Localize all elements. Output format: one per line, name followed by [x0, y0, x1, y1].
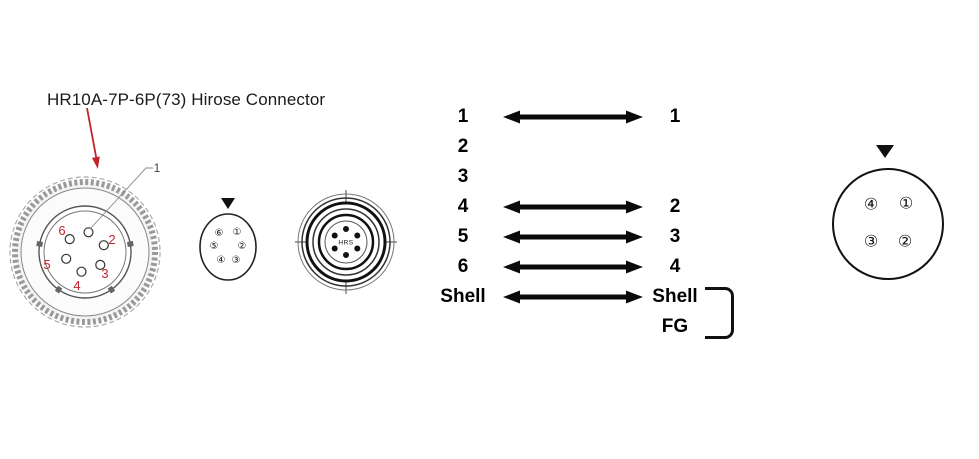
pin-label-6: 6: [58, 223, 65, 238]
wiring-left-label: 5: [457, 226, 469, 247]
double-arrow-icon: [498, 200, 648, 214]
oval-connector-drawing: ⑥ ① ⑤ ② ④ ③: [199, 213, 257, 281]
wiring-left-label: 2: [457, 136, 469, 157]
double-arrow-icon: [498, 290, 648, 304]
front-connector-drawing: HRS: [295, 190, 397, 294]
oval-pin-5: ⑤: [210, 241, 219, 252]
right-pin-2: ②: [897, 231, 913, 251]
left-connector-drawing: 6 2 5 3 4 1: [9, 161, 161, 328]
wiring-right-label: 3: [669, 226, 681, 247]
pin1-leader-line: [89, 167, 153, 230]
pin-mapping-table: 1 1 2 3 4 2 5: [428, 102, 702, 342]
pin-label-4: 4: [73, 278, 80, 293]
wiring-left-label: Shell: [440, 286, 486, 307]
wiring-right-label: FG: [661, 316, 689, 337]
right-pin-1: ①: [898, 193, 914, 213]
wiring-left-label: 3: [457, 166, 469, 187]
double-arrow-icon: [498, 230, 648, 244]
wiring-left-label: 4: [457, 196, 469, 217]
wiring-row: 3: [428, 162, 702, 192]
front-connector-pins: [331, 226, 361, 258]
wiring-right-label: 1: [669, 106, 681, 127]
wiring-row: Shell Shell: [428, 282, 702, 312]
brand-label: HRS: [338, 240, 353, 247]
wiring-left-label: 6: [457, 256, 469, 277]
wiring-right-label: Shell: [652, 286, 698, 307]
pin-label-5: 5: [43, 257, 50, 272]
oval-pin-3: ③: [232, 255, 241, 266]
pin-label-2: 2: [108, 232, 115, 247]
wiring-row: 1 1: [428, 102, 702, 132]
pin1-leader-label: 1: [154, 161, 161, 175]
wiring-left-label: 1: [457, 106, 469, 127]
oval-pin-2: ②: [238, 241, 247, 252]
oval-pin-1: ①: [233, 227, 242, 238]
wiring-row: FG: [428, 312, 702, 342]
double-arrow-icon: [498, 110, 648, 124]
connector-title: HR10A-7P-6P(73) Hirose Connector: [47, 90, 326, 109]
double-arrow-icon: [498, 260, 648, 274]
oval-orientation-marker-icon: [221, 198, 235, 209]
right-pin-3: ③: [863, 231, 879, 251]
right-pin-4: ④: [863, 194, 879, 214]
right-connector-drawing: ④ ① ③ ②: [832, 168, 944, 280]
shell-fg-bracket: [705, 287, 734, 339]
oval-pin-4: ④: [217, 255, 226, 266]
wiring-row: 6 4: [428, 252, 702, 282]
wiring-row: 5 3: [428, 222, 702, 252]
pin-label-3: 3: [101, 266, 108, 281]
wiring-row: 2: [428, 132, 702, 162]
wiring-right-label: 4: [669, 256, 681, 277]
oval-pin-6: ⑥: [215, 228, 224, 239]
wiring-right-label: 2: [669, 196, 681, 217]
right-orientation-marker-icon: [876, 145, 894, 158]
red-pointer-arrow-icon: [86, 107, 100, 169]
left-connector-pins: [61, 227, 109, 277]
wiring-row: 4 2: [428, 192, 702, 222]
